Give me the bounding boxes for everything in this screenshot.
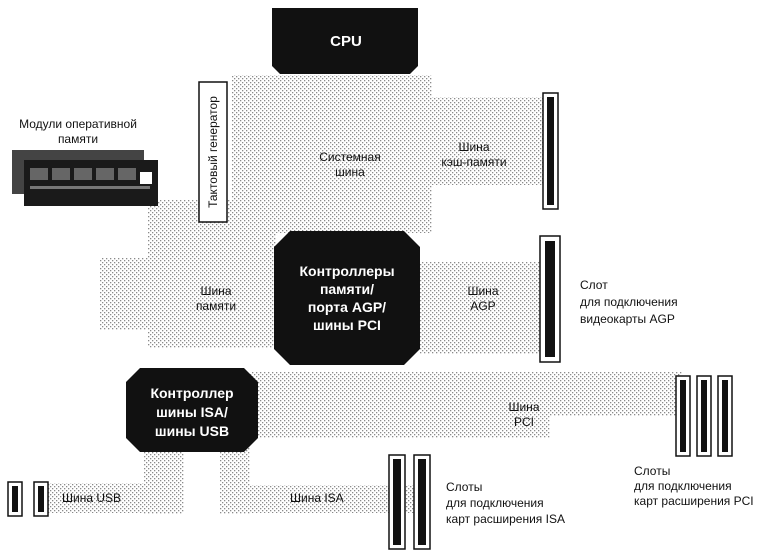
ram-modules: Модули оперативной памяти bbox=[12, 117, 158, 206]
ram-modules-label-2: памяти bbox=[58, 132, 98, 146]
isa-slots-label-1: Слоты bbox=[446, 480, 482, 494]
north-bridge-chip: Контроллеры памяти/ порта AGP/ шины PCI bbox=[274, 231, 420, 365]
agp-slot-label-1: Слот bbox=[580, 278, 608, 292]
cpu-label: CPU bbox=[330, 33, 362, 50]
cache-bus-label-1: Шина bbox=[458, 140, 489, 154]
agp-bus-label-2: AGP bbox=[470, 299, 495, 313]
pci-bus-label-2: PCI bbox=[514, 415, 534, 429]
ram-stick-front bbox=[24, 160, 158, 206]
pci-bus-region bbox=[250, 372, 682, 416]
isa-slots-label-3: карт расширения ISA bbox=[446, 512, 565, 526]
north-bridge-label-4: шины PCI bbox=[313, 317, 381, 333]
agp-bus-region bbox=[420, 262, 540, 354]
system-bus-label-2: шина bbox=[335, 165, 365, 179]
cache-memory-slot bbox=[542, 92, 559, 210]
south-bridge-chip: Контроллер шины ISA/ шины USB bbox=[126, 368, 258, 452]
bus-regions bbox=[48, 75, 682, 514]
north-bridge-label-2: памяти/ bbox=[320, 281, 374, 297]
north-bridge-label-1: Контроллеры bbox=[299, 263, 394, 279]
pci-bus-label-1: Шина bbox=[508, 400, 539, 414]
pci-bus-lower bbox=[250, 410, 550, 438]
clock-generator: Тактовый генератор bbox=[198, 81, 228, 223]
system-bus-label-1: Системная bbox=[319, 150, 380, 164]
usb-bus-riser bbox=[144, 442, 184, 514]
usb-bus-label: Шина USB bbox=[62, 491, 121, 505]
south-bridge-label-1: Контроллер bbox=[150, 385, 233, 401]
usb-bus-region bbox=[48, 483, 148, 513]
agp-slot bbox=[539, 235, 561, 363]
north-bridge-label-3: порта AGP/ bbox=[308, 299, 386, 315]
cpu-chip: CPU bbox=[272, 8, 418, 74]
pci-slots-label-3: карт расширения PCI bbox=[634, 494, 754, 508]
agp-bus-label-1: Шина bbox=[467, 284, 498, 298]
pci-slots-label-1: Слоты bbox=[634, 464, 670, 478]
agp-slot-label-3: видеокарты AGP bbox=[580, 312, 675, 326]
clock-generator-label: Тактовый генератор bbox=[206, 96, 220, 208]
cache-bus-label-2: кэш-памяти bbox=[441, 155, 506, 169]
isa-slots-label-2: для подключения bbox=[446, 496, 544, 510]
pci-slots bbox=[675, 375, 733, 457]
south-bridge-label-2: шины ISA/ bbox=[156, 404, 228, 420]
cache-bus-region bbox=[396, 97, 546, 185]
memory-bus-label-2: памяти bbox=[196, 299, 236, 313]
agp-slot-label-2: для подключения bbox=[580, 295, 678, 309]
memory-bus-label-1: Шина bbox=[200, 284, 231, 298]
isa-slots bbox=[388, 454, 431, 550]
isa-bus-label: Шина ISA bbox=[290, 491, 344, 505]
pci-slots-label-2: для подключения bbox=[634, 479, 732, 493]
ram-modules-label-1: Модули оперативной bbox=[19, 117, 137, 131]
memory-bus-arm bbox=[100, 258, 280, 330]
usb-ports bbox=[7, 481, 49, 517]
south-bridge-label-3: шины USB bbox=[155, 423, 229, 439]
